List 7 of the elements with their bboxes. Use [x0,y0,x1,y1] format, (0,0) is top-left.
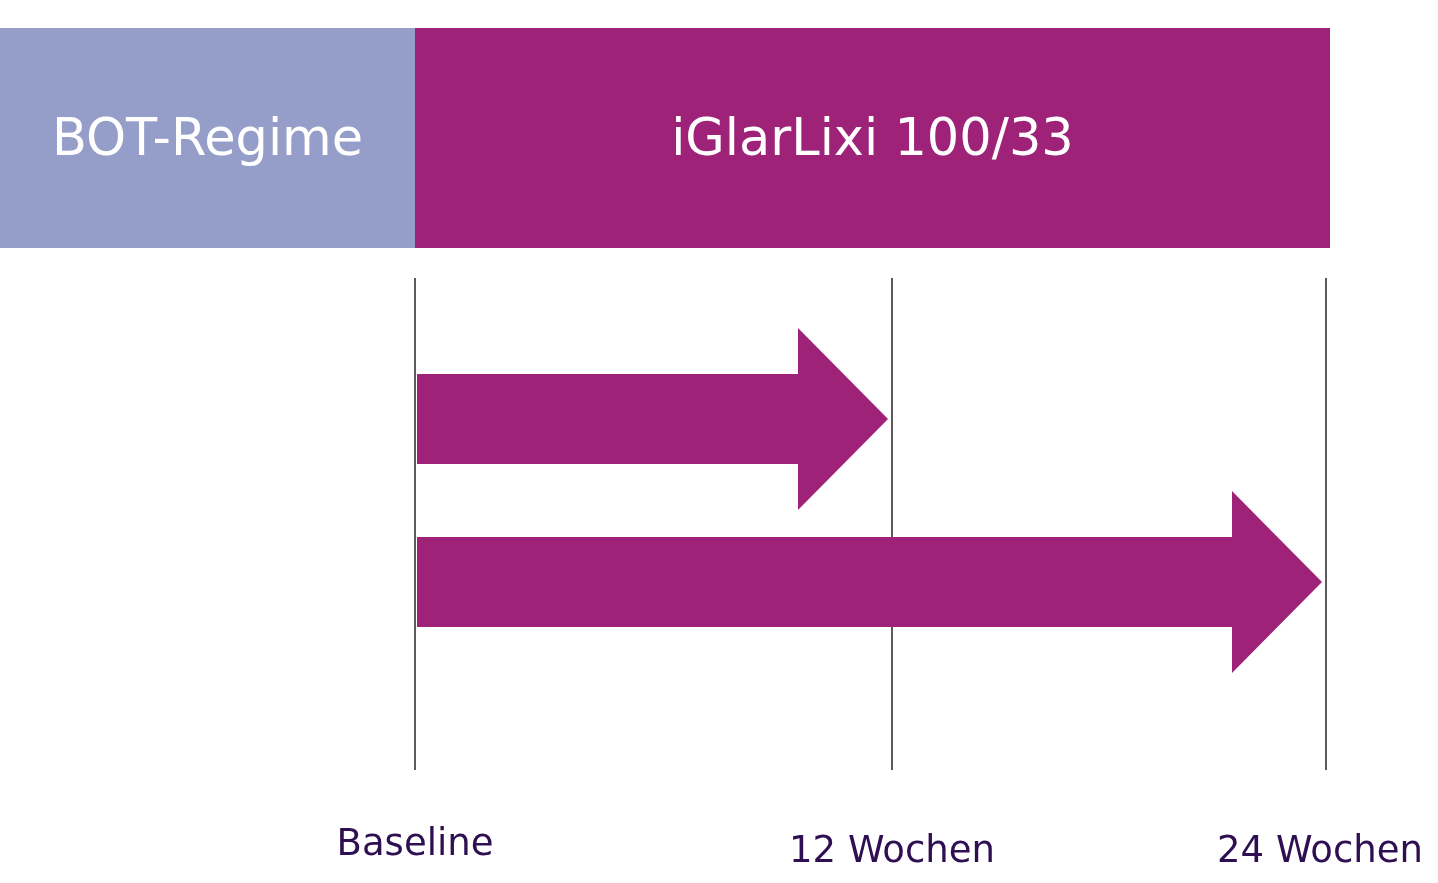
phase-label: iGlarLixi 100/33 [671,108,1074,168]
phase-band [415,28,1330,248]
phase-label: BOT-Regime [51,108,364,168]
timepoint-label: 24 Wochen [1217,829,1423,872]
phase-band [0,28,415,248]
timepoint-label: 12 Wochen [789,829,995,872]
timepoint-label: Baseline [336,822,494,865]
